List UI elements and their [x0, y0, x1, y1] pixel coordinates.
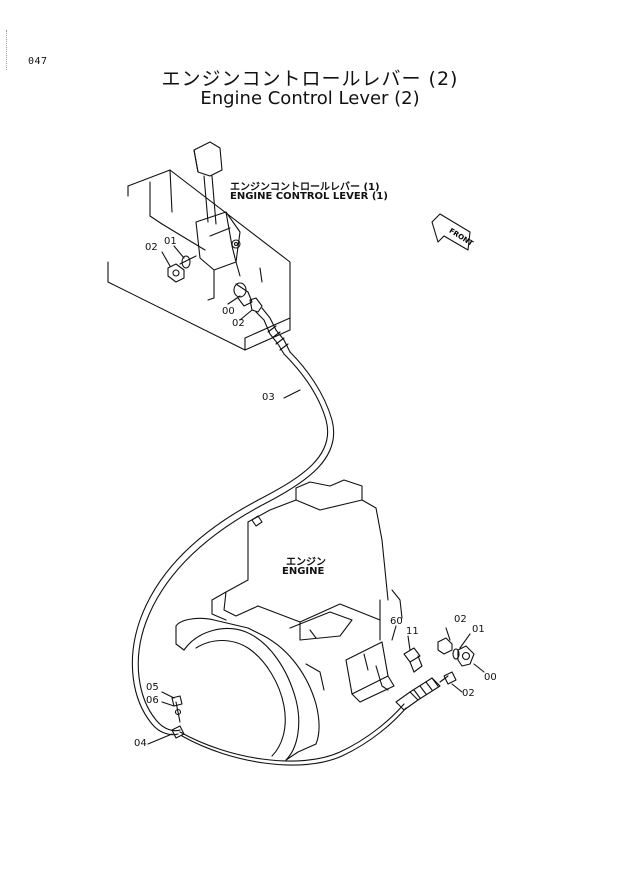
- scan-edge-mark: [6, 30, 8, 70]
- part-number: 03: [262, 392, 275, 403]
- ball-joint-top: [227, 282, 263, 321]
- part-number: 05: [146, 682, 159, 693]
- nut-washer-top: [161, 245, 191, 283]
- console-housing: [107, 169, 291, 351]
- leader-lines: [147, 389, 411, 745]
- part-number: 00: [222, 306, 235, 317]
- lever1-label-jp: エンジンコントロールレバー (1): [230, 182, 380, 193]
- part-number: 02: [145, 242, 158, 253]
- mounting-bracket: [345, 641, 423, 703]
- part-number: 00: [484, 672, 497, 683]
- control-lever: [179, 141, 241, 301]
- part-number: 04: [134, 738, 147, 749]
- part-number: 60: [390, 616, 403, 627]
- title-english: Engine Control Lever (2): [200, 88, 420, 109]
- engine-label-en: ENGINE: [282, 566, 325, 577]
- part-number: 01: [472, 624, 485, 635]
- control-cable: [131, 351, 407, 766]
- part-number: 02: [462, 688, 475, 699]
- part-number: 02: [232, 318, 245, 329]
- part-number: 02: [454, 614, 467, 625]
- engine-label-jp: エンジン: [286, 557, 326, 568]
- flywheel-housing: [175, 617, 325, 761]
- ball-joint-bottom: [437, 627, 485, 693]
- cable-fitting-top: [255, 307, 291, 355]
- part-number: 06: [146, 695, 159, 706]
- front-arrow-icon: [431, 213, 471, 251]
- part-number: 11: [406, 626, 419, 637]
- page-number: 047: [28, 56, 48, 67]
- cable-fitting-bottom: [395, 675, 449, 711]
- title-japanese: エンジンコントロールレバー (2): [161, 68, 459, 90]
- part-number: 01: [164, 236, 177, 247]
- lever1-label-en: ENGINE CONTROL LEVER (1): [230, 191, 388, 202]
- engine-block: [211, 479, 403, 641]
- front-label: FRONT: [448, 227, 475, 248]
- rod-end-bottom: [171, 695, 185, 739]
